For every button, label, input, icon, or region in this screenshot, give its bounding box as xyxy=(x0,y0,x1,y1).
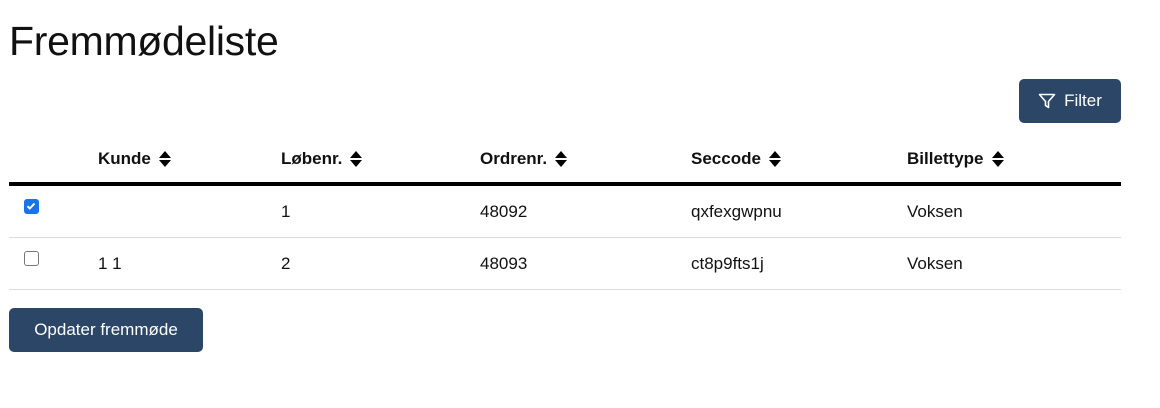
select-column-header xyxy=(9,135,98,186)
cell-kunde xyxy=(98,184,281,238)
column-label: Ordrenr. xyxy=(480,148,548,168)
sort-icon xyxy=(991,151,1004,168)
column-label: Billettype xyxy=(907,148,984,168)
cell-lobenr: 1 xyxy=(281,184,480,238)
cell-billettype: Voksen xyxy=(907,184,1121,238)
sort-icon xyxy=(555,151,568,168)
column-label: Kunde xyxy=(98,148,151,168)
cell-billettype: Voksen xyxy=(907,237,1121,290)
filter-label: Filter xyxy=(1064,91,1102,110)
cell-lobenr: 2 xyxy=(281,237,480,290)
column-header-seccode[interactable]: Seccode xyxy=(691,135,907,186)
update-attendance-button[interactable]: Opdater fremmøde xyxy=(9,308,203,352)
column-label: Løbenr. xyxy=(281,148,343,168)
filter-button[interactable]: Filter xyxy=(1019,79,1121,123)
page-title: Fremmødeliste xyxy=(9,18,279,64)
table-row: 1 48092 qxfexgwpnu Voksen xyxy=(9,184,1121,238)
column-header-billettype[interactable]: Billettype xyxy=(907,135,1121,186)
column-header-lobenr[interactable]: Løbenr. xyxy=(281,135,480,186)
column-label: Seccode xyxy=(691,148,761,168)
sort-icon xyxy=(158,151,171,168)
cell-seccode: ct8p9fts1j xyxy=(691,237,907,290)
filter-icon xyxy=(1038,93,1056,109)
sort-icon xyxy=(350,151,363,168)
column-header-ordrenr[interactable]: Ordrenr. xyxy=(480,135,691,186)
sort-icon xyxy=(768,151,781,168)
check-icon xyxy=(26,202,36,210)
cell-ordrenr: 48093 xyxy=(480,237,691,290)
cell-kunde: 1 1 xyxy=(98,237,281,290)
column-header-kunde[interactable]: Kunde xyxy=(98,135,281,186)
table-row: 1 1 2 48093 ct8p9fts1j Voksen xyxy=(9,237,1121,290)
cell-ordrenr: 48092 xyxy=(480,184,691,238)
cell-seccode: qxfexgwpnu xyxy=(691,184,907,238)
attendance-table: Kunde Løbenr. Ordrenr. Seccode Billettyp… xyxy=(9,135,1121,290)
attendance-checkbox[interactable] xyxy=(24,250,39,266)
table-header-row: Kunde Løbenr. Ordrenr. Seccode Billettyp… xyxy=(9,135,1121,186)
attendance-checkbox[interactable] xyxy=(24,198,39,214)
